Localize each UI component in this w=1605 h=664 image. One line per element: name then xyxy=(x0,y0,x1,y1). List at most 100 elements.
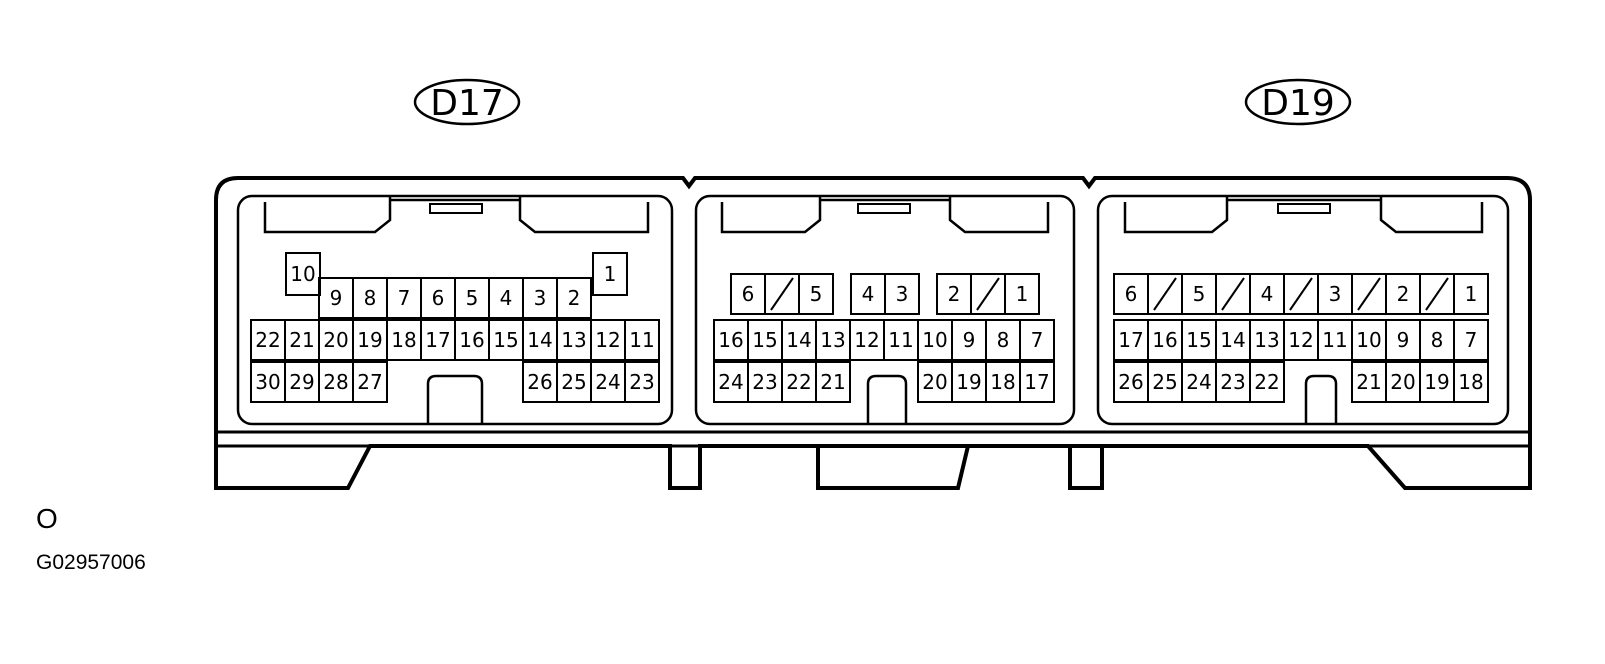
d19-pin-20: 20 xyxy=(1390,370,1415,394)
d17-pin-27: 27 xyxy=(357,370,382,394)
d17-pin-15: 15 xyxy=(493,328,518,352)
d19-pin-blank-3-blank-slash xyxy=(1221,277,1245,311)
mid-pin-5-cell xyxy=(798,273,834,315)
d19-latch xyxy=(1123,196,1484,234)
mid-pin-18: 18 xyxy=(990,370,1015,394)
mid-pin-blank-6-blank-slash xyxy=(976,277,1000,311)
mid-pin-12: 12 xyxy=(854,328,879,352)
mid-pin-10: 10 xyxy=(922,328,947,352)
d19-key-notch xyxy=(1304,374,1338,424)
d19-compartment xyxy=(1096,194,1510,426)
d17-label-ellipse xyxy=(413,78,521,126)
d17-pin-21: 21 xyxy=(289,328,314,352)
d19-label: D19 xyxy=(1261,83,1335,124)
d19-pin-19: 19 xyxy=(1424,370,1449,394)
mid-pin-blank-1-blank-slash xyxy=(770,277,794,311)
d19-pin-22: 22 xyxy=(1254,370,1279,394)
d17-pin-1-cell xyxy=(592,252,628,296)
d17-pin-23: 23 xyxy=(629,370,654,394)
d17-pin-11-cell xyxy=(624,319,660,361)
connector-housing-outline xyxy=(214,176,1532,490)
mid-pin-7-cell xyxy=(1019,319,1055,361)
d17-pin-12: 12 xyxy=(595,328,620,352)
d19-pin-3: 3 xyxy=(1329,282,1342,306)
middle-latch xyxy=(720,196,1050,234)
d17-pin-10-cell xyxy=(285,252,321,296)
d19-pin-11: 11 xyxy=(1322,328,1347,352)
d19-pin-18: 18 xyxy=(1458,370,1483,394)
d19-pin-1: 1 xyxy=(1465,282,1478,306)
d17-pin-23-cell xyxy=(624,361,660,403)
mid-pin-8: 8 xyxy=(997,328,1010,352)
d19-pin-23: 23 xyxy=(1220,370,1245,394)
d17-pin-16: 16 xyxy=(459,328,484,352)
d17-key-notch xyxy=(426,374,484,424)
mid-pin-2: 2 xyxy=(948,282,961,306)
d19-pin-17: 17 xyxy=(1118,328,1143,352)
d19-pin-6: 6 xyxy=(1125,282,1138,306)
d17-pin-22: 22 xyxy=(255,328,280,352)
d19-pin-blank-9-blank-slash xyxy=(1425,277,1449,311)
mid-pin-7: 7 xyxy=(1031,328,1044,352)
d17-pin-10: 10 xyxy=(290,262,315,286)
d17-pin-3: 3 xyxy=(534,286,547,310)
mid-pin-19: 19 xyxy=(956,370,981,394)
d17-pin-9: 9 xyxy=(330,286,343,310)
d19-pin-2: 2 xyxy=(1397,282,1410,306)
d17-label: D17 xyxy=(430,83,504,124)
d17-pin-19: 19 xyxy=(357,328,382,352)
d19-pin-5: 5 xyxy=(1193,282,1206,306)
d17-pin-11: 11 xyxy=(629,328,654,352)
d17-pin-2-cell xyxy=(556,277,592,319)
d17-pin-18: 18 xyxy=(391,328,416,352)
d17-pin-14: 14 xyxy=(527,328,552,352)
d19-pin-22-cell xyxy=(1249,361,1285,403)
d17-pin-28: 28 xyxy=(323,370,348,394)
d19-pin-4: 4 xyxy=(1261,282,1274,306)
d17-pin-20: 20 xyxy=(323,328,348,352)
d19-pin-blank-5-blank-slash xyxy=(1289,277,1313,311)
d17-pin-7: 7 xyxy=(398,286,411,310)
mid-pin-3-cell xyxy=(884,273,920,315)
mid-pin-17: 17 xyxy=(1024,370,1049,394)
d17-pin-5: 5 xyxy=(466,286,479,310)
d19-pin-7: 7 xyxy=(1465,328,1478,352)
d19-pin-21: 21 xyxy=(1356,370,1381,394)
d19-pin-12: 12 xyxy=(1288,328,1313,352)
d19-pin-blank-7-blank-slash xyxy=(1357,277,1381,311)
middle-latch-key xyxy=(857,203,911,214)
d17-pin-8: 8 xyxy=(364,286,377,310)
d17-pin-29: 29 xyxy=(289,370,314,394)
mid-pin-1: 1 xyxy=(1016,282,1029,306)
mid-pin-5: 5 xyxy=(810,282,823,306)
middle-compartment xyxy=(694,194,1076,426)
d17-pin-25: 25 xyxy=(561,370,586,394)
d19-pin-1-cell xyxy=(1453,273,1489,315)
d19-pin-9: 9 xyxy=(1397,328,1410,352)
footer-symbol: O xyxy=(36,503,58,534)
d19-pin-blank-1-blank-slash xyxy=(1153,277,1177,311)
d17-pin-13: 13 xyxy=(561,328,586,352)
d19-pin-13: 13 xyxy=(1254,328,1279,352)
mid-pin-4: 4 xyxy=(862,282,875,306)
mid-pin-17-cell xyxy=(1019,361,1055,403)
mid-pin-23: 23 xyxy=(752,370,777,394)
mid-pin-22: 22 xyxy=(786,370,811,394)
d17-pin-4: 4 xyxy=(500,286,513,310)
mid-pin-15: 15 xyxy=(752,328,777,352)
d19-pin-24: 24 xyxy=(1186,370,1211,394)
d17-latch-key xyxy=(429,203,483,214)
mid-pin-11: 11 xyxy=(888,328,913,352)
d19-pin-8: 8 xyxy=(1431,328,1444,352)
mid-pin-21: 21 xyxy=(820,370,845,394)
d17-pin-2: 2 xyxy=(568,286,581,310)
middle-key-notch xyxy=(866,374,908,424)
d19-pin-14: 14 xyxy=(1220,328,1245,352)
d17-pin-26: 26 xyxy=(527,370,552,394)
mid-pin-9: 9 xyxy=(963,328,976,352)
d19-pin-25: 25 xyxy=(1152,370,1177,394)
figure-code: G02957006 xyxy=(36,551,146,574)
